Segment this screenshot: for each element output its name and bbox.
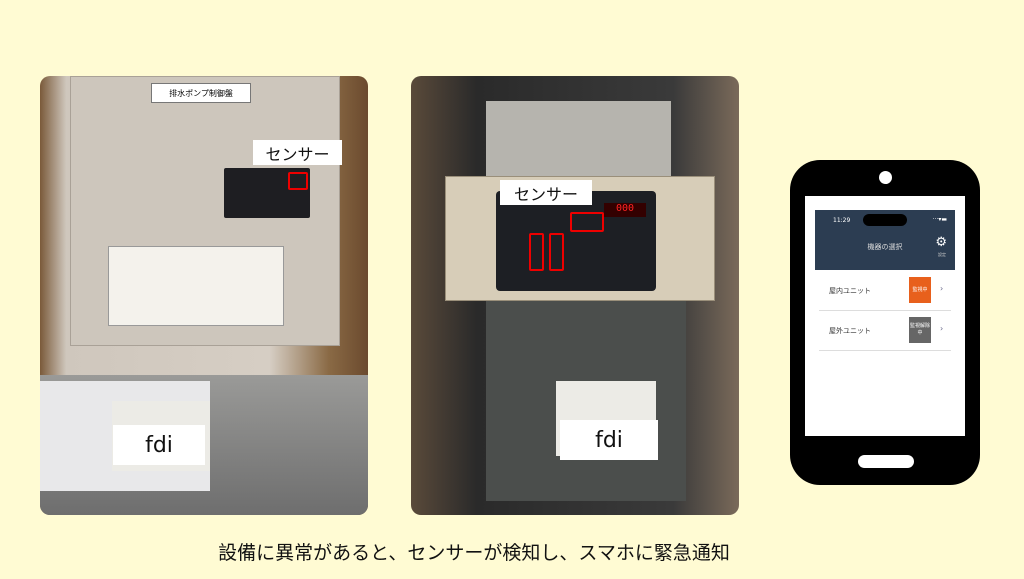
app-header: 11:29 ···▾▬ 機器の選択 ⚙ 設定 — [815, 210, 955, 270]
chevron-right-icon: › — [940, 324, 944, 333]
sensor-highlight — [288, 172, 308, 190]
sensor-highlight — [529, 233, 544, 271]
sensor-label: センサー — [500, 180, 592, 205]
screen-title: 機器の選択 — [867, 243, 903, 251]
fdi-label: fdi — [113, 425, 205, 465]
status-badge: 監視中 — [909, 277, 931, 303]
unit-row-outdoor[interactable]: 屋外ユニット 監視解除中 › — [819, 311, 951, 351]
caption: 設備に異常があると、センサーが検知し、スマホに緊急通知 — [218, 542, 730, 564]
status-time: 11:29 — [833, 217, 851, 224]
unit-name: 屋内ユニット — [829, 287, 871, 295]
open-cabinet-photo: 000 センサー fdi — [411, 76, 739, 515]
instruction-sheet — [108, 246, 284, 326]
phone-screen: 11:29 ···▾▬ 機器の選択 ⚙ 設定 屋内ユニット 監視中 › 屋外ユニ… — [805, 196, 965, 436]
status-badge: 監視解除中 — [909, 317, 931, 343]
home-button — [858, 455, 914, 468]
sensor-highlight — [549, 233, 564, 271]
gear-icon[interactable]: ⚙ — [935, 235, 947, 250]
camera-icon — [879, 171, 892, 184]
terminal-board — [486, 101, 671, 176]
wifi-battery-icon: ···▾▬ — [932, 216, 947, 223]
sensor-highlight — [570, 212, 604, 232]
pump-control-panel-photo: 排水ポンプ制御盤 センサー fdi — [40, 76, 368, 515]
smartphone-mockup: 11:29 ···▾▬ 機器の選択 ⚙ 設定 屋内ユニット 監視中 › 屋外ユニ… — [790, 160, 980, 485]
sensor-label: センサー — [253, 140, 342, 165]
control-unit — [224, 168, 310, 218]
unit-name: 屋外ユニット — [829, 327, 871, 335]
settings-label: 設定 — [938, 252, 946, 257]
fdi-label: fdi — [560, 420, 658, 460]
control-unit: 000 — [496, 191, 656, 291]
panel-sign: 排水ポンプ制御盤 — [151, 83, 251, 103]
dynamic-island — [863, 214, 907, 226]
unit-row-indoor[interactable]: 屋内ユニット 監視中 › — [819, 271, 951, 311]
chevron-right-icon: › — [940, 284, 944, 293]
led-display: 000 — [604, 203, 646, 217]
